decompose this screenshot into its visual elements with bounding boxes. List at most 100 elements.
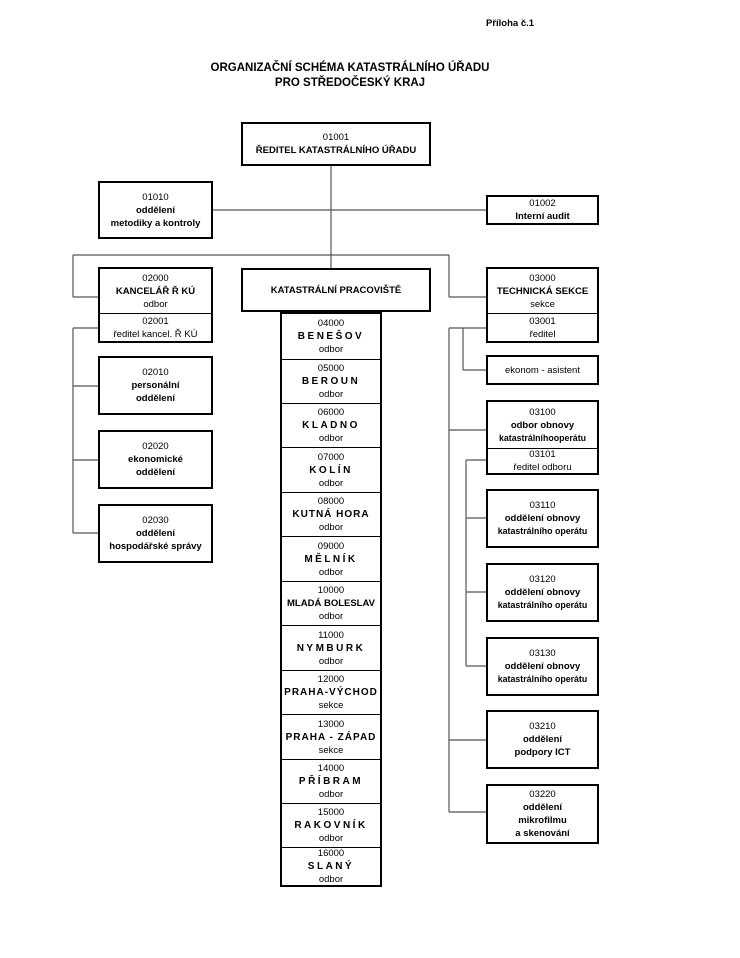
- director-box: 01001 ŘEDITEL KATASTRÁLNÍHO ÚŘADU: [241, 122, 431, 166]
- workplace-type: odbor: [318, 874, 344, 885]
- workplace-code: 07000: [317, 451, 345, 463]
- audit-code: 01002: [529, 198, 556, 209]
- renewal-dept-box: 03100 odbor obnovy katastrálníhooperátu …: [486, 400, 599, 475]
- unit-line1: personální: [131, 380, 180, 391]
- renewal-unit-code: 03120: [529, 574, 556, 585]
- unit-line2: oddělení: [135, 467, 176, 478]
- renewal-unit-code: 03130: [529, 648, 556, 659]
- workplace-item: 10000 MLADÁ BOLESLAV odbor: [282, 581, 380, 625]
- workplace-name: SLANÝ: [307, 861, 355, 872]
- chancellery-type: odbor: [143, 298, 168, 310]
- chancellery-code: 02000: [142, 272, 169, 284]
- economic-dept-box: 02020 ekonomické oddělení: [98, 430, 213, 489]
- renewal-code: 03100: [529, 406, 556, 418]
- chancellery-name: KANCELÁŘ Ř KÚ: [115, 285, 196, 297]
- workplace-type: odbor: [318, 433, 344, 444]
- methodology-line1: oddělení: [135, 204, 176, 216]
- renewal-sub-code: 03101: [529, 449, 556, 460]
- workplace-item: 08000 KUTNÁ HORA odbor: [282, 492, 380, 536]
- workplace-name: BENEŠOV: [297, 331, 365, 342]
- workplace-code: 16000: [317, 848, 345, 859]
- assistant-box: ekonom - asistent: [486, 355, 599, 385]
- renewal-unit-line2: katastrálního operátu: [497, 674, 588, 684]
- workplace-code: 09000: [317, 540, 345, 552]
- property-admin-dept-box: 02030 oddělení hospodářské správy: [98, 504, 213, 563]
- renewal-unit-line1: oddělení obnovy: [504, 661, 581, 672]
- chancellery-sub-name: ředitel kancel. Ř KÚ: [113, 328, 198, 340]
- workplace-item: 07000 KOLÍN odbor: [282, 447, 380, 492]
- renewal-line1: odbor obnovy: [510, 419, 575, 431]
- workplace-name: NYMBURK: [296, 642, 366, 654]
- ict-line2: podpory ICT: [514, 747, 571, 758]
- workplace-item: 09000 MĚLNÍK odbor: [282, 536, 380, 581]
- workplace-name: KLADNO: [302, 420, 360, 431]
- chancellery-sub-code: 02001: [142, 315, 169, 327]
- workplace-type: odbor: [318, 522, 344, 533]
- workplace-code: 08000: [317, 496, 345, 507]
- workplace-item: 12000 PRAHA-VÝCHOD sekce: [282, 670, 380, 714]
- workplace-item: 14000 PŘÍBRAM odbor: [282, 759, 380, 803]
- workplace-name: MĚLNÍK: [304, 553, 358, 565]
- workplace-type: odbor: [318, 655, 344, 667]
- technical-name: TECHNICKÁ SEKCE: [496, 285, 589, 297]
- workplace-name: RAKOVNÍK: [294, 820, 368, 831]
- unit-line2: oddělení: [135, 393, 176, 404]
- chart-title-line1: ORGANIZAČNÍ SCHÉMA KATASTRÁLNÍHO ÚŘADU: [210, 62, 490, 74]
- microfilm-line3: a skenování: [515, 828, 570, 839]
- workplace-item: 13000 PRAHA - ZÁPAD sekce: [282, 714, 380, 759]
- workplace-type: sekce: [318, 744, 344, 756]
- workplace-stack: 04000 BENEŠOV odbor 05000 BEROUN odbor 0…: [280, 312, 382, 887]
- renewal-unit-line2: katastrálního operátu: [497, 526, 588, 536]
- workplace-item: 15000 RAKOVNÍK odbor: [282, 803, 380, 847]
- renewal-unit-box: 03120 oddělení obnovy katastrálního oper…: [486, 563, 599, 622]
- methodology-line2: metodiky a kontroly: [110, 217, 201, 229]
- audit-name: Interní audit: [515, 211, 570, 222]
- chancellery-box: 02000 KANCELÁŘ Ř KÚ odbor 02001 ředitel …: [98, 267, 213, 343]
- workplace-item: 16000 SLANÝ odbor: [282, 847, 380, 885]
- unit-code: 02030: [142, 515, 169, 526]
- assistant-name: ekonom - asistent: [505, 364, 580, 376]
- workplace-name: PRAHA - ZÁPAD: [285, 731, 377, 743]
- microfilm-line1: oddělení: [522, 802, 563, 813]
- unit-line1: oddělení: [135, 528, 176, 539]
- workplace-code: 05000: [317, 363, 345, 374]
- technical-type: sekce: [530, 298, 555, 310]
- cadastral-workplace-name: KATASTRÁLNÍ PRACOVIŠTĚ: [270, 284, 402, 296]
- workplace-type: odbor: [318, 566, 344, 578]
- microfilm-dept-box: 03220 oddělení mikrofilmu a skenování: [486, 784, 599, 844]
- workplace-name: BEROUN: [301, 376, 361, 387]
- workplace-item: 06000 KLADNO odbor: [282, 403, 380, 447]
- cadastral-workplace-box: KATASTRÁLNÍ PRACOVIŠTĚ: [241, 268, 431, 312]
- director-code: 01001: [322, 132, 350, 143]
- workplace-code: 15000: [317, 807, 345, 818]
- workplace-name: KUTNÁ HORA: [292, 509, 370, 520]
- technical-section-box: 03000 TECHNICKÁ SEKCE sekce 03001 ředite…: [486, 267, 599, 343]
- renewal-unit-line2: katastrálního operátu: [497, 600, 588, 610]
- methodology-box: 01010 oddělení metodiky a kontroly: [98, 181, 213, 239]
- workplace-item: 11000 NYMBURK odbor: [282, 625, 380, 670]
- workplace-code: 14000: [317, 763, 345, 774]
- renewal-unit-line1: oddělení obnovy: [504, 587, 581, 598]
- unit-line2: hospodářské správy: [109, 541, 202, 552]
- workplace-code: 13000: [317, 718, 345, 730]
- workplace-type: odbor: [318, 611, 344, 622]
- workplace-type: odbor: [318, 833, 344, 844]
- workplace-type: odbor: [318, 389, 344, 400]
- workplace-code: 06000: [317, 407, 345, 418]
- workplace-type: odbor: [318, 477, 344, 489]
- technical-code: 03000: [529, 272, 556, 284]
- workplace-code: 04000: [317, 318, 345, 329]
- personnel-dept-box: 02010 personální oddělení: [98, 356, 213, 415]
- methodology-code: 01010: [142, 191, 169, 203]
- workplace-name: KOLÍN: [309, 464, 353, 476]
- chart-title-line2: PRO STŘEDOČESKÝ KRAJ: [274, 77, 426, 89]
- technical-sub-code: 03001: [529, 315, 556, 327]
- workplace-code: 10000: [317, 585, 345, 596]
- director-name: ŘEDITEL KATASTRÁLNÍHO ÚŘADU: [255, 145, 417, 156]
- ict-dept-box: 03210 oddělení podpory ICT: [486, 710, 599, 769]
- renewal-sub-name: ředitel odboru: [513, 462, 572, 473]
- annex-label: Příloha č.1: [486, 18, 535, 29]
- microfilm-line2: mikrofilmu: [518, 815, 567, 826]
- workplace-item: 05000 BEROUN odbor: [282, 359, 380, 403]
